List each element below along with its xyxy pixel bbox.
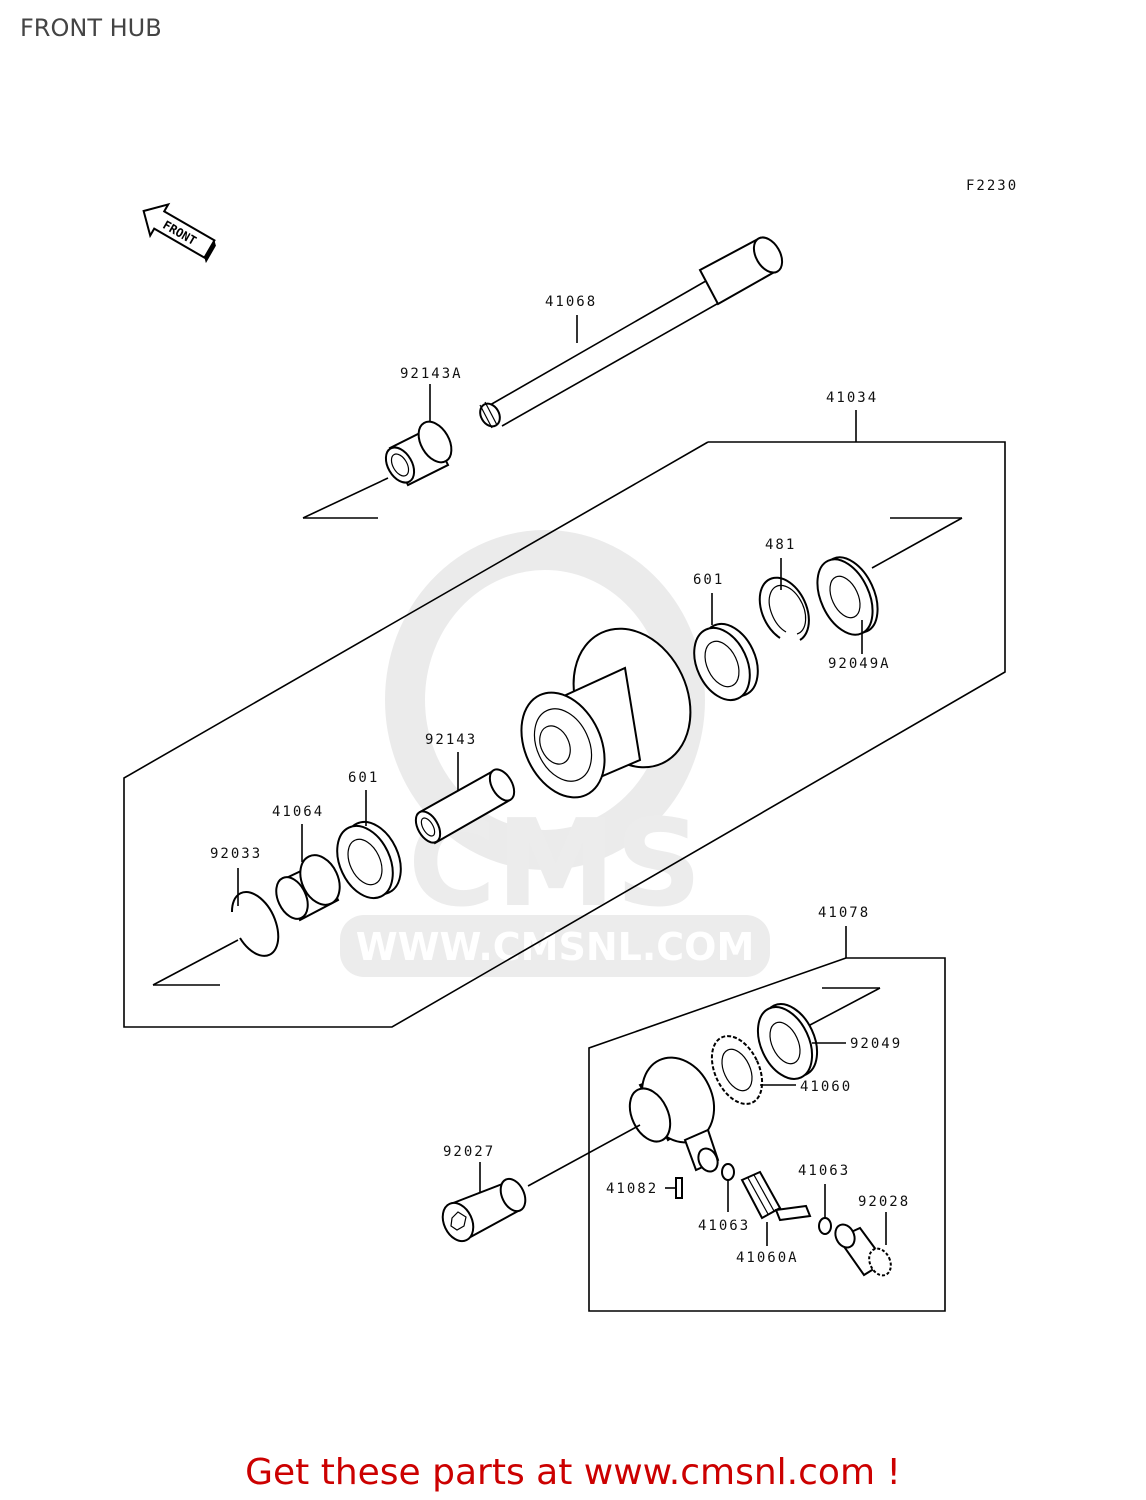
bolt-92027 [441, 1124, 641, 1243]
pin-41082 [665, 1177, 683, 1199]
collar-41064 [275, 824, 341, 922]
gear-41060 [710, 1035, 796, 1105]
pinion-41060A [740, 1170, 812, 1246]
label-41060A: 41060A [736, 1250, 799, 1266]
watermark-text: WWW.CMSNL.COM [356, 925, 755, 969]
washer-41063-left [721, 1163, 735, 1212]
sleeve-92143 [414, 752, 516, 845]
label-92049A: 92049A [828, 656, 891, 672]
label-41034: 41034 [826, 390, 878, 406]
diagram-code: F2230 [966, 178, 1018, 194]
circlip-92033 [230, 868, 280, 957]
label-41068: 41068 [545, 294, 597, 310]
label-92143: 92143 [425, 732, 477, 748]
label-92143A: 92143A [400, 366, 463, 382]
page-title: FRONT HUB [20, 14, 162, 42]
label-41082: 41082 [606, 1181, 658, 1197]
front-arrow-icon: FRONT [142, 202, 216, 264]
label-92049: 92049 [850, 1036, 902, 1052]
group-box-41034 [123, 441, 1006, 1028]
label-41063-right: 41063 [798, 1163, 850, 1179]
hub-body [520, 627, 692, 799]
label-601-left: 601 [348, 770, 379, 786]
label-41078: 41078 [818, 905, 870, 921]
footer-link[interactable]: Get these parts at www.cmsnl.com ! [245, 1452, 901, 1493]
oil-seal-92049A [816, 556, 879, 654]
label-92028: 92028 [858, 1194, 910, 1210]
label-92033: 92033 [210, 846, 262, 862]
label-481: 481 [765, 537, 796, 553]
label-92027: 92027 [443, 1144, 495, 1160]
label-601-right: 601 [693, 572, 724, 588]
group-box-41078 [588, 957, 946, 1312]
washer-41063-right [818, 1184, 832, 1235]
gear-housing [628, 1056, 720, 1173]
bearing-601-left [336, 790, 402, 900]
collar-92143A [302, 384, 453, 519]
bearing-601-right [693, 593, 759, 702]
oil-seal-92049 [756, 1003, 846, 1080]
label-41063-left: 41063 [698, 1218, 750, 1234]
label-41064: 41064 [272, 804, 324, 820]
circlip-481 [758, 558, 810, 641]
label-41060: 41060 [800, 1079, 852, 1095]
bushing-92028 [834, 1212, 892, 1277]
axle-41068 [479, 236, 784, 429]
